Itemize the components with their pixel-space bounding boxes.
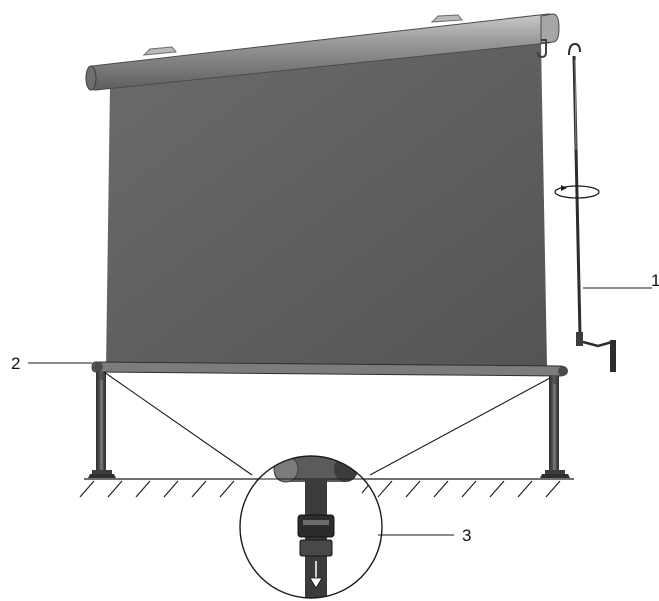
callout-2: 2 <box>11 354 92 373</box>
strap-detail-magnifier <box>239 455 383 599</box>
callout-3: 3 <box>378 526 471 545</box>
cassette-housing <box>85 13 560 91</box>
screen-fabric <box>106 42 547 368</box>
down-arrow-icon <box>309 561 323 589</box>
callout-label-1: 1 <box>651 271 659 290</box>
right-support-post <box>540 376 570 478</box>
rotate-arrow-icon <box>554 185 600 199</box>
callout-label-2: 2 <box>11 354 20 373</box>
callout-label-3: 3 <box>462 526 471 545</box>
crank-handle <box>568 42 616 372</box>
callout-1: 1 <box>583 271 659 290</box>
left-support-post <box>88 372 116 478</box>
detail-leader-lines <box>103 371 551 476</box>
bottom-bar <box>91 361 568 377</box>
